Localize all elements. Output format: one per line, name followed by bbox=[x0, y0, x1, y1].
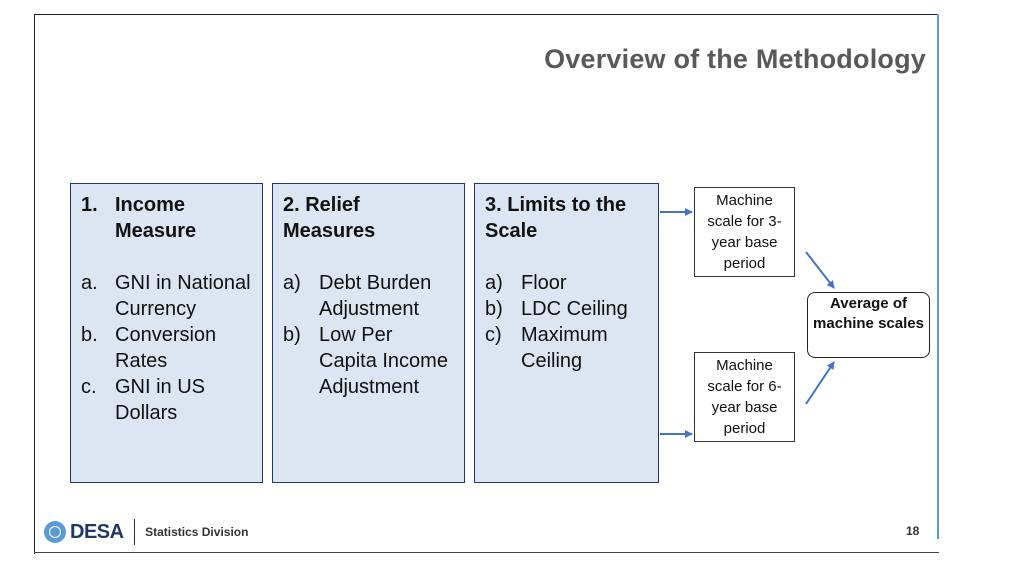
limits-to-scale-header: 3. Limits to the Scale bbox=[485, 194, 627, 242]
list-item: b) Low Per Capita Income Adjustment bbox=[283, 324, 448, 398]
un-emblem-icon bbox=[44, 521, 66, 543]
slide-title: Overview of the Methodology bbox=[544, 44, 926, 74]
list-item: a) Floor bbox=[485, 272, 567, 294]
list-item: c. GNI in US Dollars bbox=[81, 376, 206, 424]
machine-scale-6yr-box: Machine scale for 6-year base period bbox=[694, 352, 795, 442]
list-item: a. GNI in National Currency bbox=[81, 272, 251, 320]
income-measure-header: 1. Income Measure bbox=[81, 194, 197, 242]
machine-scale-3yr-box: Machine scale for 3-year base period bbox=[694, 187, 795, 277]
page-number: 18 bbox=[906, 524, 920, 538]
desa-logo: DESA bbox=[70, 520, 124, 543]
right-accent-rule bbox=[937, 14, 939, 539]
list-item: b) LDC Ceiling bbox=[485, 298, 628, 320]
list-item: c) Maximum Ceiling bbox=[485, 324, 608, 372]
footer-divider bbox=[133, 519, 136, 545]
average-machine-scales-box: Average of machine scales bbox=[807, 292, 930, 358]
slide-frame bbox=[34, 14, 939, 554]
bottom-rule bbox=[34, 552, 939, 553]
footer: DESA Statistics Division bbox=[44, 517, 248, 547]
division-label: Statistics Division bbox=[145, 525, 249, 539]
list-item: b. Conversion Rates bbox=[81, 324, 217, 372]
list-item: a) Debt Burden Adjustment bbox=[283, 272, 432, 320]
relief-measures-box: 2. Relief Measures a) Debt Burden Adjust… bbox=[272, 183, 465, 483]
relief-measures-header: 2. Relief Measures bbox=[283, 194, 376, 242]
limits-to-scale-box: 3. Limits to the Scale a) Floor b) LDC C… bbox=[474, 183, 659, 483]
income-measure-box: 1. Income Measure a. GNI in National Cur… bbox=[70, 183, 263, 483]
